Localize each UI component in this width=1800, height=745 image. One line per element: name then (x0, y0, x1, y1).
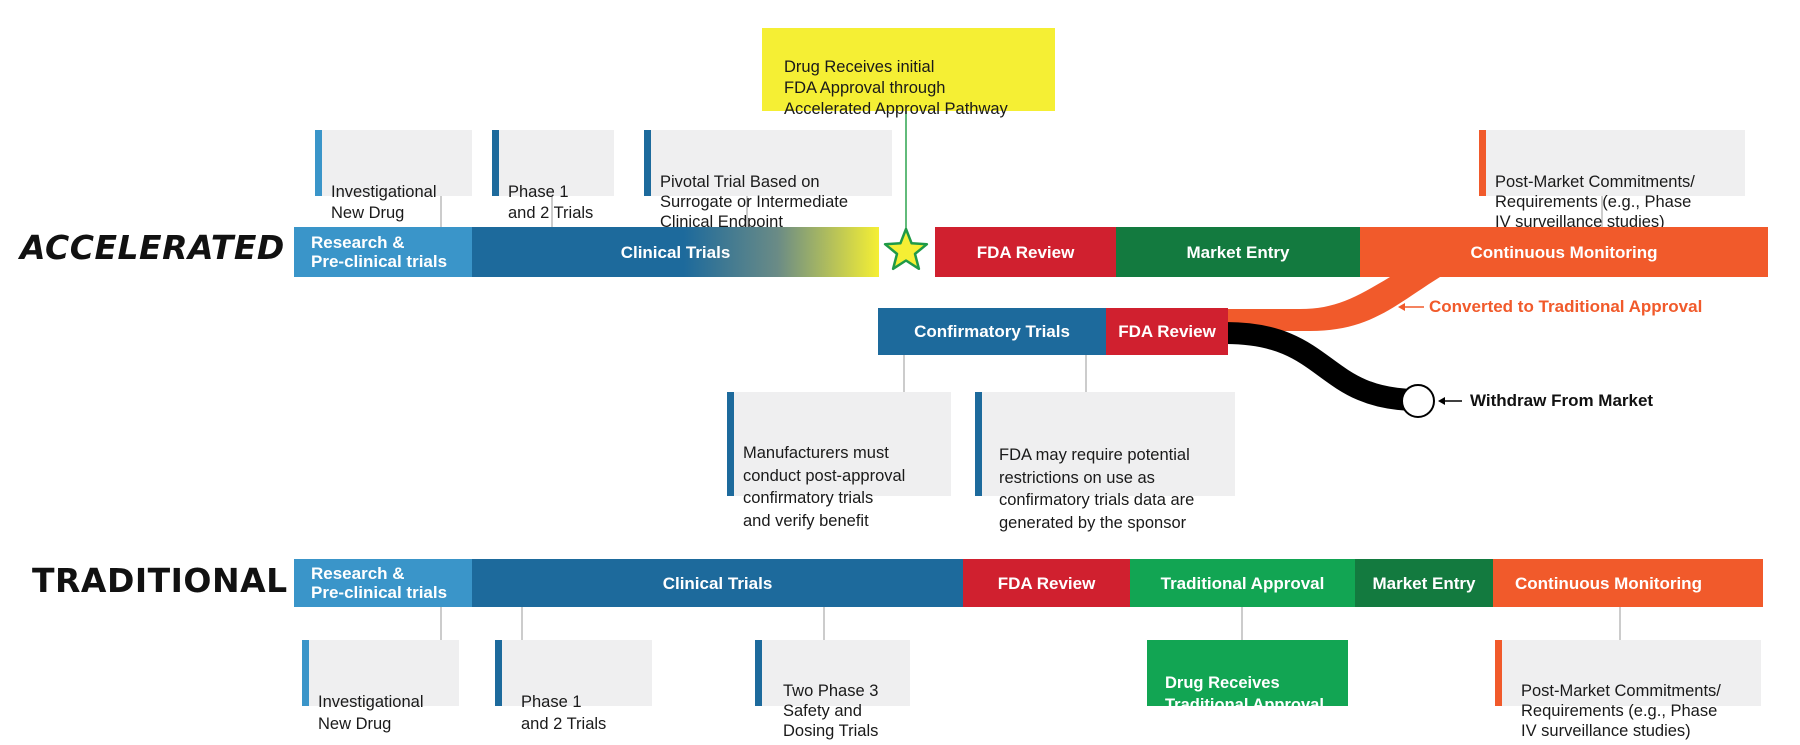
converted-arrow (1398, 303, 1424, 311)
note-text: Drug Receives Traditional Approval (1165, 674, 1324, 714)
note-trad-approval: Drug Receives Traditional Approval (1147, 640, 1348, 714)
accelerated-clinical-trials-segment: Clinical Trials (472, 227, 879, 277)
note-trad-post-market-commitments: Post-Market Commitments/ Requirements (e… (1495, 640, 1761, 740)
note-text: Investigational New Drug (318, 693, 424, 733)
note-trad-phase-3: Two Phase 3 Safety and Dosing Trials (755, 640, 910, 740)
withdraw-arrow (1438, 397, 1462, 405)
note-initial-fda-approval: Drug Receives initial FDA Approval throu… (762, 28, 1055, 118)
note-accent (315, 130, 322, 196)
accelerated-title: ACCELERATED (20, 228, 285, 267)
note-accent (727, 392, 734, 496)
note-text: Phase 1 and 2 Trials (521, 693, 607, 733)
note-text: Investigational New Drug (331, 183, 437, 222)
converted-label: Converted to Traditional Approval (1429, 297, 1703, 316)
note-text: Post-Market Commitments/ Requirements (e… (1521, 682, 1721, 740)
traditional-title: TRADITIONAL (32, 561, 288, 600)
accelerated-fda-review-segment: FDA Review (935, 227, 1116, 277)
accelerated-research-segment: Research & Pre-clinical trials (294, 227, 472, 277)
withdraw-circle (1401, 384, 1435, 418)
withdraw-label: Withdraw From Market (1470, 391, 1654, 410)
traditional-clinical-trials-segment: Clinical Trials (472, 559, 963, 607)
traditional-continuous-monitoring-segment: Continuous Monitoring (1493, 559, 1763, 607)
note-text: Drug Receives initial FDA Approval throu… (784, 58, 1008, 118)
note-fda-restrictions: FDA may require potential restrictions o… (975, 392, 1235, 532)
note-text: Phase 1 and 2 Trials (508, 183, 594, 222)
note-pivotal-trial: Pivotal Trial Based on Surrogate or Inte… (644, 130, 892, 231)
note-investigational-new-drug: Investigational New Drug (315, 130, 472, 222)
note-phase-1-2: Phase 1 and 2 Trials (492, 130, 614, 222)
note-accent (302, 640, 309, 706)
traditional-fda-review-segment: FDA Review (963, 559, 1130, 607)
note-text: Two Phase 3 Safety and Dosing Trials (783, 682, 879, 740)
note-text: Manufacturers must conduct post-approval… (743, 444, 906, 530)
note-accent (495, 640, 502, 706)
traditional-research-segment: Research & Pre-clinical trials (294, 559, 472, 607)
converted-flow (1226, 277, 1440, 331)
note-post-market-commitments: Post-Market Commitments/ Requirements (e… (1479, 130, 1745, 231)
note-accent (975, 392, 982, 496)
withdraw-flow (1225, 322, 1419, 411)
approval-star-icon (883, 227, 929, 271)
note-trad-phase-1-2: Phase 1 and 2 Trials (495, 640, 652, 733)
note-accent (1495, 640, 1502, 706)
note-accent (1479, 130, 1486, 196)
note-text: Post-Market Commitments/ Requirements (e… (1495, 173, 1695, 231)
accelerated-market-entry-segment: Market Entry (1116, 227, 1360, 277)
accelerated-continuous-monitoring-segment: Continuous Monitoring (1360, 227, 1768, 277)
confirmatory-fda-review-segment: FDA Review (1106, 308, 1228, 355)
note-manufacturers-confirmatory: Manufacturers must conduct post-approval… (727, 392, 951, 530)
note-trad-investigational-new-drug: Investigational New Drug (302, 640, 459, 733)
note-accent (755, 640, 762, 706)
traditional-market-entry-segment: Market Entry (1355, 559, 1493, 607)
note-accent (644, 130, 651, 196)
note-text: FDA may require potential restrictions o… (999, 446, 1195, 532)
traditional-approval-segment: Traditional Approval (1130, 559, 1355, 607)
note-text: Pivotal Trial Based on Surrogate or Inte… (660, 173, 849, 231)
note-accent (492, 130, 499, 196)
confirmatory-trials-segment: Confirmatory Trials (878, 308, 1106, 355)
